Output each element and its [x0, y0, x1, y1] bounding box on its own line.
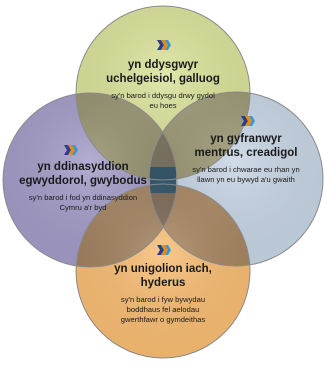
chevron-arrows-icon	[157, 40, 171, 50]
right-circle-title: yn gyfranwyr mentrus, creadigol	[194, 133, 298, 159]
left-circle-text: yn ddinasyddion egwyddorol, gwybodus sy'…	[10, 160, 156, 213]
bottom-circle-text: yn unigolion iach, hyderus sy'n barod i …	[93, 262, 233, 325]
top-circle-description: sy'n barod i ddysgu drwy gydol eu hoes	[111, 91, 215, 110]
left-circle-description: sy'n barod i fod yn ddinasyddion Cymru a…	[28, 193, 138, 212]
right-circle-text: yn gyfranwyr mentrus, creadigol sy'n bar…	[178, 132, 314, 185]
right-circle-description: sy'n barod i chwarae eu rhan yn llawn yn…	[192, 165, 300, 184]
top-circle-title: yn ddysgwyr uchelgeisiol, galluog	[106, 59, 220, 85]
chevron-arrows-icon	[241, 116, 255, 126]
left-circle-title: yn ddinasyddion egwyddorol, gwybodus	[19, 161, 147, 187]
circle-outlines	[2, 5, 324, 359]
top-circle-text: yn ddysgwyr uchelgeisiol, galluog sy'n b…	[93, 58, 233, 111]
chevron-arrows-icon	[64, 145, 78, 155]
chevron-arrows-icon	[157, 245, 171, 255]
bottom-circle-title: yn unigolion iach, hyderus	[114, 263, 212, 289]
bottom-circle-description: sy'n barod i fyw bywydau boddhaus fel ae…	[120, 295, 206, 324]
